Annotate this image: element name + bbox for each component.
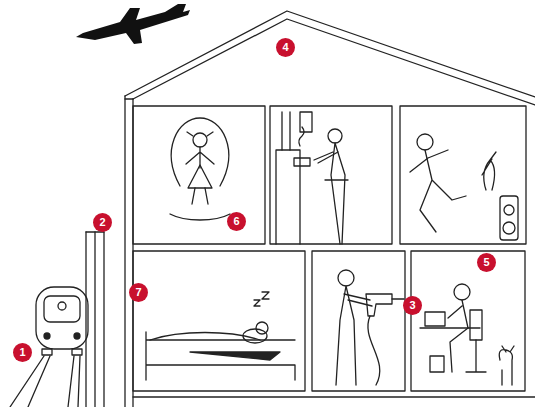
sleeper-in-bed	[146, 292, 295, 380]
man-at-computer	[420, 284, 514, 385]
callout-number: 2	[93, 213, 112, 232]
dancer-with-speaker	[410, 134, 518, 240]
man-with-drill	[336, 270, 404, 385]
house-outline	[125, 11, 535, 407]
callout-number: 7	[129, 283, 148, 302]
train	[10, 287, 88, 407]
callout-number: 3	[403, 296, 422, 315]
girl-skipping	[170, 118, 230, 220]
airplane	[76, 4, 190, 44]
callout-number: 4	[276, 38, 295, 57]
callout-number: 5	[477, 253, 496, 272]
noise-barrier	[86, 232, 104, 407]
cook-in-kitchen	[276, 112, 348, 244]
callout-number: 6	[227, 212, 246, 231]
callout-number: 1	[13, 343, 32, 362]
